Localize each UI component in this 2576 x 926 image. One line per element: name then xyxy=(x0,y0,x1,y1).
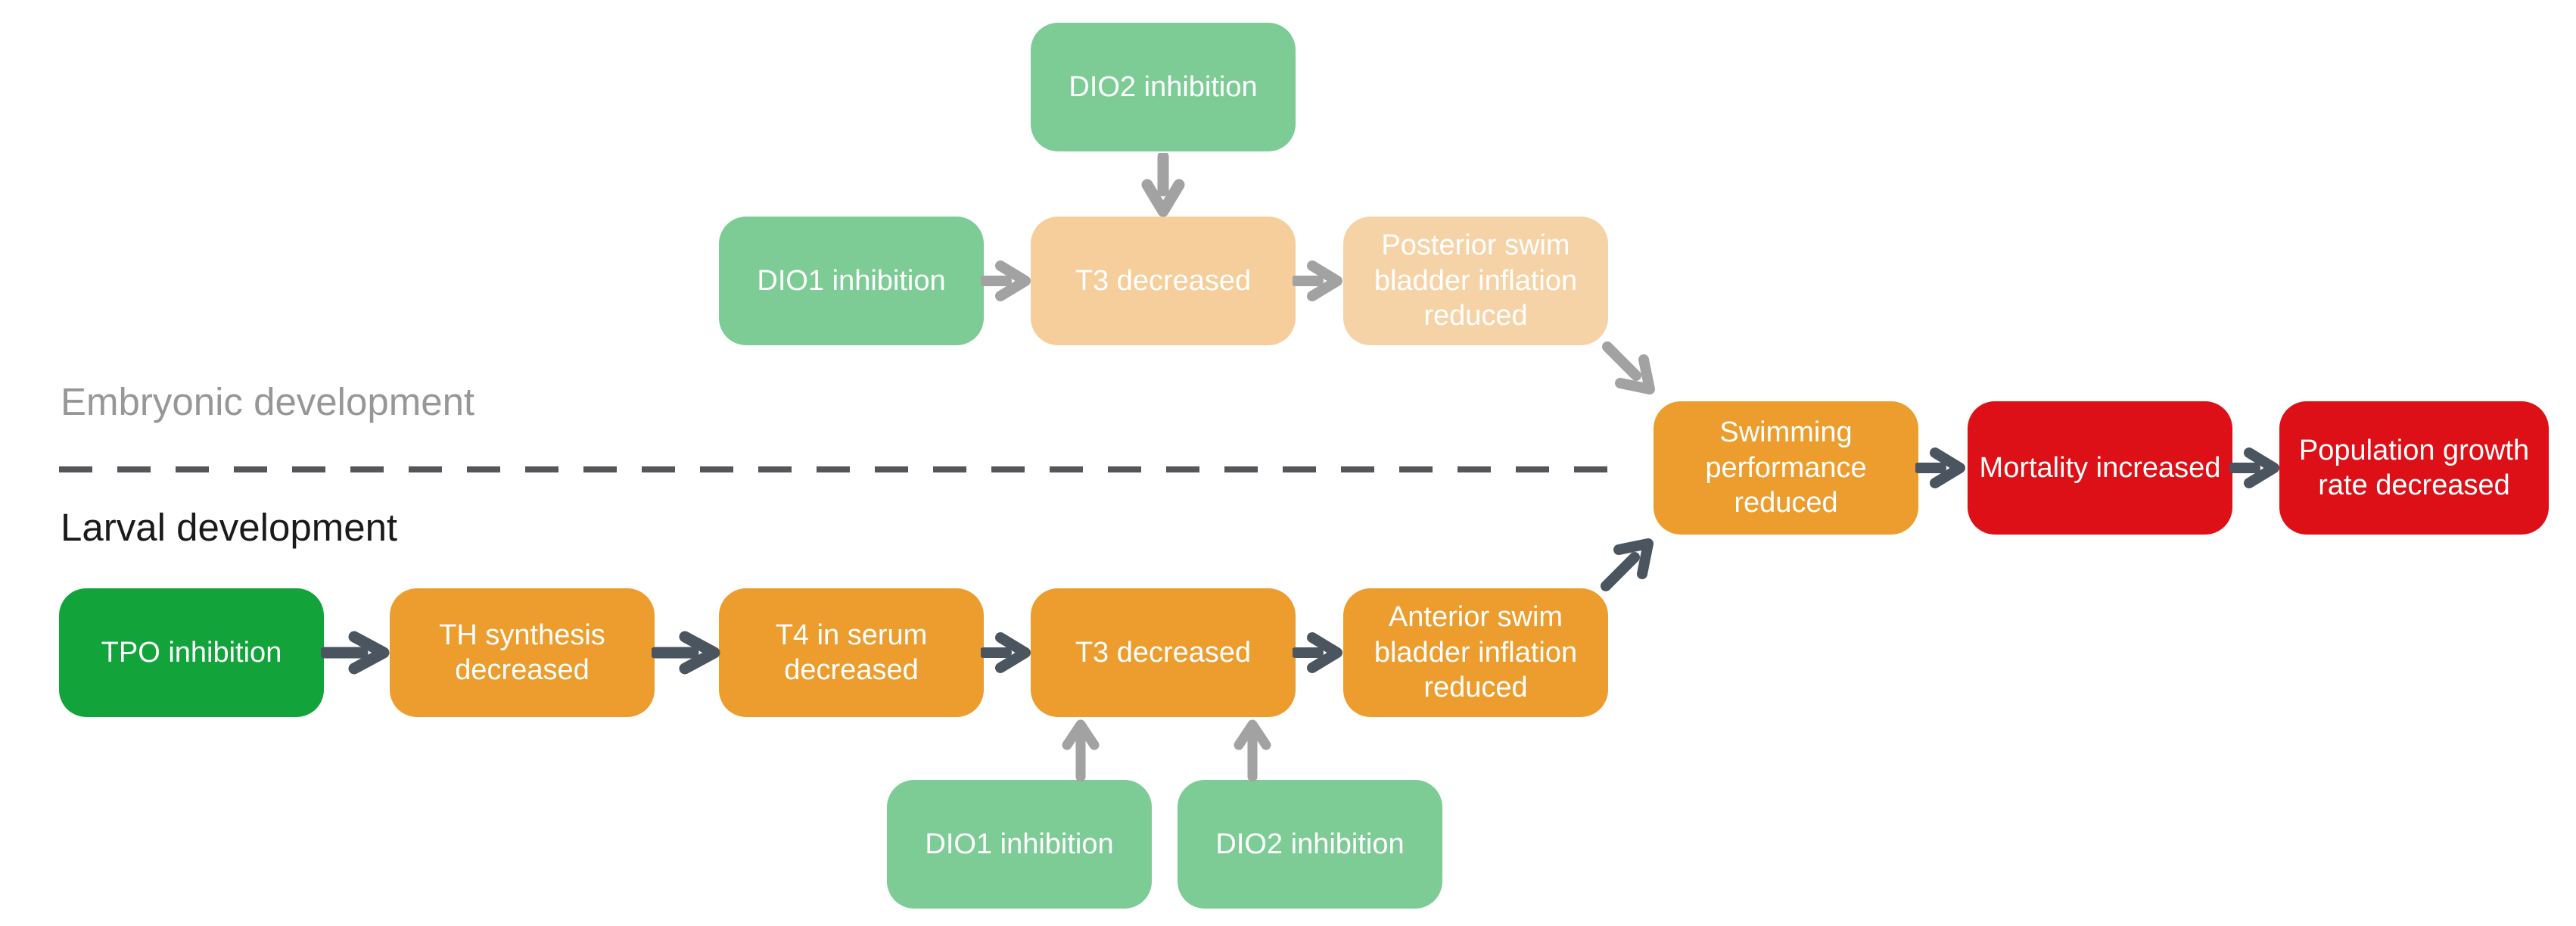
node-t4-serum-decreased: T4 in serum decreased xyxy=(719,588,984,717)
divider-embryonic-larval xyxy=(59,466,1617,472)
node-swimming-performance-reduced: Swimming performance reduced xyxy=(1648,401,1918,569)
arrow-dio1emb-to-t3emb xyxy=(981,260,1031,301)
arrow-dio2larv-up-to-t3 xyxy=(1234,719,1271,781)
node-dio2-inhibition-larval: DIO2 inhibition xyxy=(1178,780,1442,909)
section-label-embryonic: Embryonic development xyxy=(61,380,475,423)
node-mortality-increased: Mortality increased xyxy=(1968,401,2232,535)
arrow-t3-to-anterior xyxy=(1293,632,1342,673)
node-dio2-inhibition-embryonic: DIO2 inhibition xyxy=(1031,23,1296,151)
node-posterior-swim-bladder: Posterior swim bladder inflation reduced xyxy=(1343,217,1608,345)
arrow-dio1larv-up-to-t3 xyxy=(1062,719,1100,781)
arrow-swimming-to-mortality xyxy=(1915,447,1965,488)
arrow-t3emb-to-posterior xyxy=(1293,260,1342,301)
node-dio1-inhibition-embryonic: DIO1 inhibition xyxy=(719,217,984,345)
node-tpo-inhibition: TPO inhibition xyxy=(59,588,324,717)
node-t3-decreased-larval: T3 decreased xyxy=(1031,588,1296,717)
arrow-anterior-to-swimming xyxy=(1601,538,1654,591)
arrow-t4-to-t3 xyxy=(981,632,1031,673)
arrow-posterior-to-swimming xyxy=(1602,341,1655,394)
section-label-larval: Larval development xyxy=(61,506,398,549)
arrow-dio2emb-down-to-t3emb xyxy=(1141,153,1185,217)
arrow-mortality-to-population xyxy=(2229,447,2279,488)
arrow-tpo-to-th xyxy=(321,631,390,675)
node-t3-decreased-embryonic: T3 decreased xyxy=(1031,217,1296,345)
arrow-th-to-t4 xyxy=(652,631,720,675)
node-dio1-inhibition-larval: DIO1 inhibition xyxy=(887,780,1152,909)
node-anterior-swim-bladder: Anterior swim bladder inflation reduced xyxy=(1343,588,1608,717)
node-population-growth-decreased: Population growth rate decreased xyxy=(2279,401,2549,535)
node-th-synthesis-decreased: TH synthesis decreased xyxy=(390,588,655,717)
